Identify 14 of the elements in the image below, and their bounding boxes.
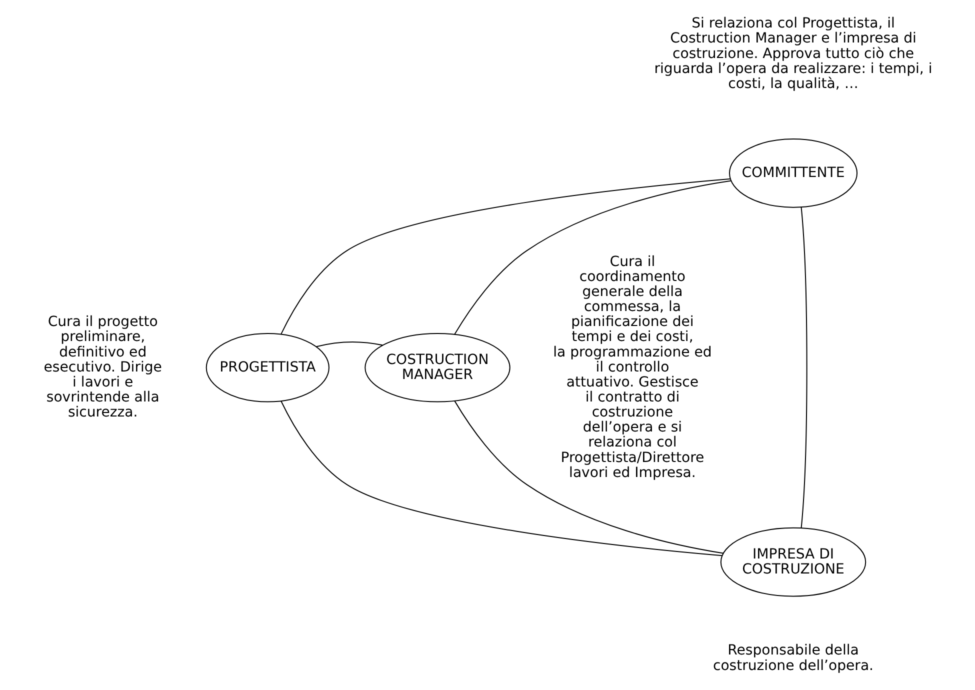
connector [800, 207, 808, 528]
connector [280, 178, 730, 334]
connector [454, 180, 732, 334]
node-ellipse: PROGETTISTA [206, 332, 330, 402]
node-ellipse: IMPRESA DI COSTRUZIONE [720, 527, 866, 597]
connector [454, 400, 724, 554]
node-ellipse: COMMITTENTE [729, 138, 858, 208]
node-label: Si relaziona col Progettista, il Costruction Manager e l’impresa di costruzione. Approva tutto ciò che riguarda l’opera da realizzare: i tempi, i costi, la qualità, … [654, 16, 932, 92]
connector [280, 400, 722, 556]
node-label: Responsabile della costruzione dell’opera. [712, 642, 874, 674]
node-label: Cura il coordinamento generale della commessa, la pianificazione dei tempi e dei costi, la programmazione ed il controllo attuativo. Gestisce il contratto di costruzione dell’opera e si relaziona col Progettista/Direttore lavori ed Impresa. [553, 254, 712, 481]
node-label: Cura il progetto preliminare, definitivo ed esecutivo. Dirige i lavori e sovrintende alla sicurezza. [44, 314, 162, 421]
node-ellipse: COSTRUCTION MANAGER [364, 332, 510, 402]
connector [316, 342, 383, 348]
